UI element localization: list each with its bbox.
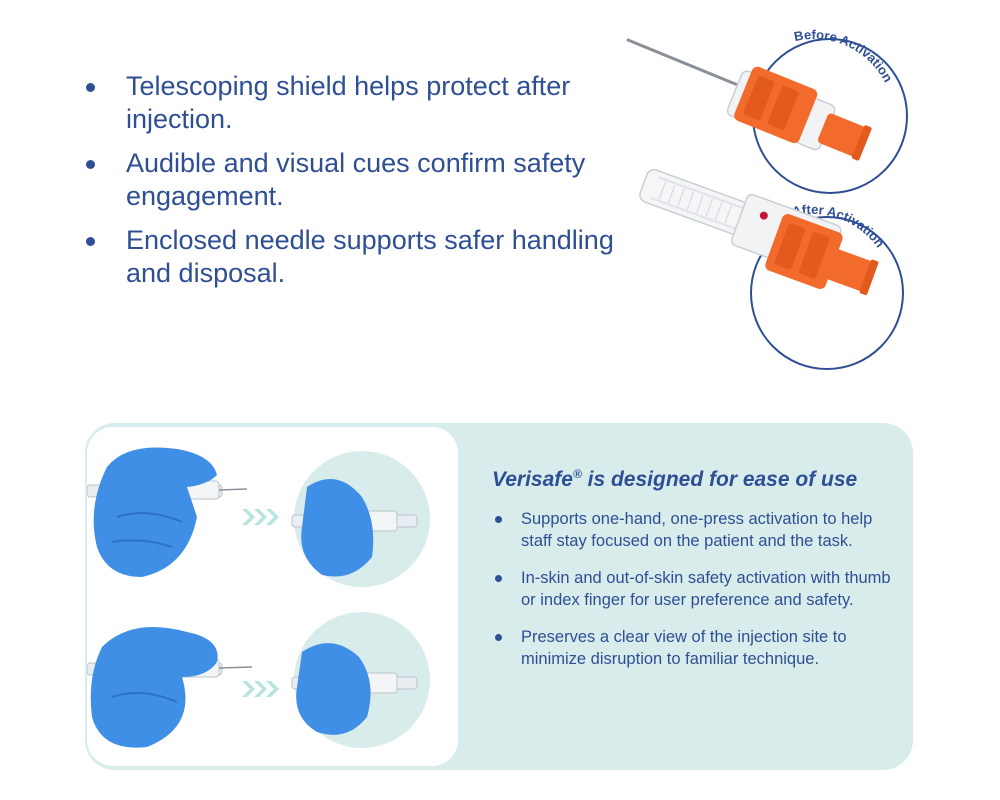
bullet-dot bbox=[86, 83, 95, 92]
benefit-text: Preserves a clear view of the injection … bbox=[521, 628, 847, 668]
bullet-dot bbox=[495, 634, 502, 641]
feature-item: Enclosed needle supports safer handling … bbox=[84, 224, 624, 290]
brand-name: Verisafe bbox=[492, 468, 573, 491]
benefit-item: Preserves a clear view of the injection … bbox=[492, 626, 892, 670]
before-activation-illustration: Before Activation bbox=[620, 20, 920, 200]
hand-demo-graphic bbox=[87, 447, 430, 748]
bullet-dot bbox=[495, 516, 502, 523]
benefit-list: Supports one-hand, one-press activation … bbox=[492, 508, 892, 670]
hand-demo-photos bbox=[85, 425, 460, 768]
safety-device bbox=[726, 66, 872, 161]
feature-item: Audible and visual cues confirm safety e… bbox=[84, 147, 624, 213]
title-rest: is designed for ease of use bbox=[581, 468, 858, 491]
registered-mark: ® bbox=[572, 467, 582, 481]
feature-list: Telescoping shield helps protect after i… bbox=[84, 70, 624, 301]
hand-photo-after-bottom bbox=[291, 612, 430, 748]
bullet-dot bbox=[86, 237, 95, 246]
feature-text: Telescoping shield helps protect after i… bbox=[126, 71, 571, 134]
feature-item: Telescoping shield helps protect after i… bbox=[84, 70, 624, 136]
after-activation-illustration: After Activation bbox=[615, 169, 915, 375]
before-activation-label: Before Activation bbox=[793, 27, 896, 85]
indicator-dot bbox=[759, 211, 768, 220]
arrow-indicator bbox=[242, 509, 279, 525]
before-activation-graphic: Before Activation bbox=[626, 27, 908, 194]
hand-photo-before-bottom bbox=[87, 627, 253, 748]
benefit-item: In-skin and out-of-skin safety activatio… bbox=[492, 567, 892, 611]
arrow-indicator bbox=[242, 681, 279, 697]
needle bbox=[626, 38, 752, 92]
hand-photo-after-top bbox=[291, 451, 430, 587]
hand-photo-before-top bbox=[87, 447, 248, 577]
feature-text: Enclosed needle supports safer handling … bbox=[126, 225, 614, 288]
badge-circle bbox=[750, 216, 904, 370]
info-title: Verisafe® is designed for ease of use bbox=[492, 460, 892, 494]
ease-of-use-info: Verisafe® is designed for ease of use Su… bbox=[492, 460, 892, 685]
benefit-text: In-skin and out-of-skin safety activatio… bbox=[521, 569, 891, 609]
safety-device-extended bbox=[639, 169, 879, 296]
after-activation-graphic: After Activation bbox=[639, 169, 904, 370]
bullet-dot bbox=[86, 160, 95, 169]
bullet-dot bbox=[495, 575, 502, 582]
feature-text: Audible and visual cues confirm safety e… bbox=[126, 148, 586, 211]
benefit-text: Supports one-hand, one-press activation … bbox=[521, 510, 873, 550]
benefit-item: Supports one-hand, one-press activation … bbox=[492, 508, 892, 552]
